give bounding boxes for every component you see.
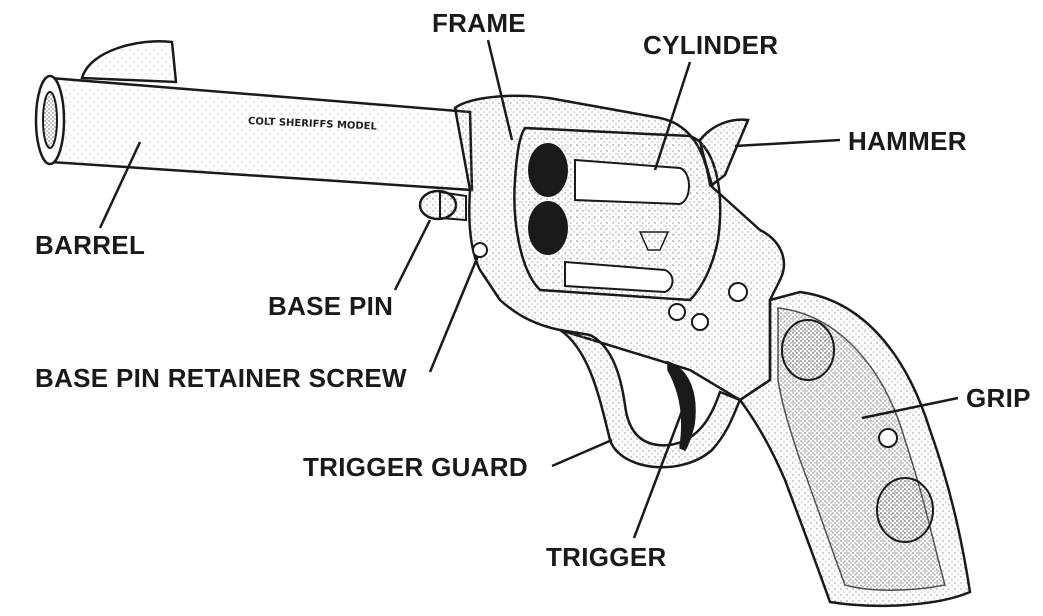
leader-lines xyxy=(98,39,959,539)
label-base-pin: BASE PIN xyxy=(268,291,394,321)
leader-frame xyxy=(486,39,514,141)
label-hammer: HAMMER xyxy=(848,126,967,156)
label-cylinder: CYLINDER xyxy=(643,30,779,60)
barrel xyxy=(34,74,474,192)
leader-grip xyxy=(861,396,959,420)
label-barrel: BARREL xyxy=(35,230,146,260)
label-trigger-guard: TRIGGER GUARD xyxy=(303,452,528,482)
base-pin xyxy=(418,189,467,222)
base-pin-retainer-screw xyxy=(472,242,488,258)
leader-base-pin xyxy=(393,219,432,291)
cylinder xyxy=(513,126,722,302)
leader-hammer xyxy=(734,138,841,148)
leader-trigger xyxy=(632,389,692,539)
trigger xyxy=(667,360,696,451)
frame-screw xyxy=(668,303,686,321)
label-trigger: TRIGGER xyxy=(546,542,667,572)
label-frame: FRAME xyxy=(432,8,526,38)
front-sight xyxy=(80,40,178,84)
leader-retainer-screw xyxy=(428,255,480,373)
leader-trigger-guard xyxy=(551,438,613,468)
grip xyxy=(738,290,972,608)
leader-cylinder xyxy=(653,61,692,171)
label-grip: GRIP xyxy=(966,383,1031,413)
frame-screw xyxy=(691,313,709,331)
leader-barrel xyxy=(98,141,142,229)
label-base-pin-retainer-screw: BASE PIN RETAINER SCREW xyxy=(35,363,407,393)
frame-screw xyxy=(728,282,748,302)
